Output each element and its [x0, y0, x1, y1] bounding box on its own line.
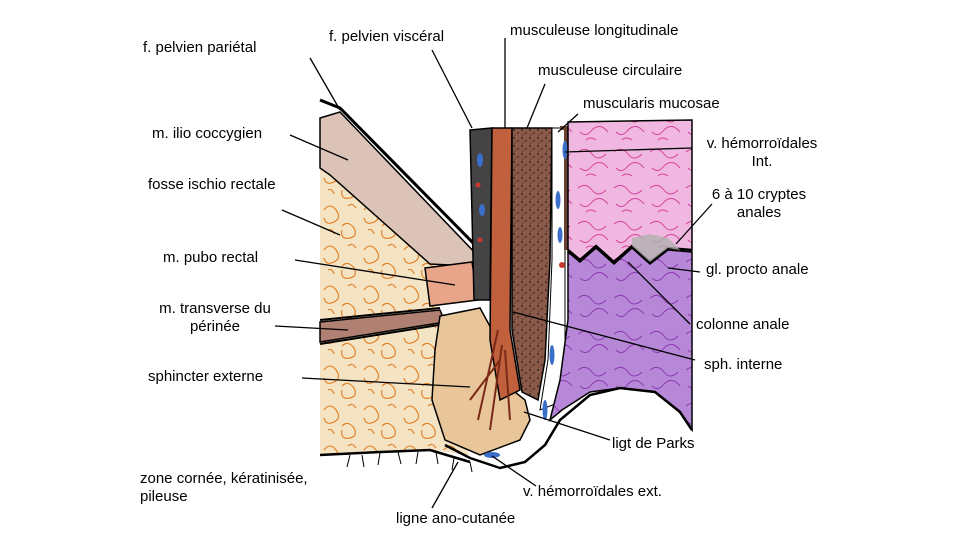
pointer-ischiorectal — [281, 209, 341, 236]
visceral-artery — [475, 182, 481, 188]
transverse-fascia — [319, 307, 446, 345]
circular-muscle — [511, 127, 553, 402]
label-fascia-parietal: f. pelvien pariétal — [143, 39, 257, 56]
label-hemorrhoid-int-line1: v. hémorroïdales — [706, 135, 818, 152]
label-ischiorectal-fossa: fosse ischio rectale — [148, 176, 276, 193]
pointer-fascia-parietal — [309, 57, 341, 111]
label-hemorrhoid-ext: v. hémorroïdales ext. — [523, 483, 662, 500]
pointer-hemorrhoid-ext — [491, 455, 537, 487]
pointer-transverse — [274, 325, 349, 331]
pointer-lines — [274, 38, 713, 509]
visceral-vein — [477, 153, 483, 167]
label-internal-sphincter: sph. interne — [704, 356, 783, 373]
internal-hemorrhoid-vein — [542, 400, 548, 420]
label-hemorrhoid-int: v. hémorroïdales Int. — [692, 135, 832, 171]
internal-hemorrhoid-artery — [559, 262, 565, 268]
pointer-circular — [526, 83, 546, 129]
label-transverse-perineal: m. transverse du périnée — [140, 300, 290, 336]
pointer-anocutaneous — [431, 461, 459, 509]
rectal-mucosa — [567, 119, 693, 264]
internal-hemorrhoid-vein — [557, 227, 563, 243]
label-parks-ligament: ligt de Parks — [612, 435, 695, 452]
label-fascia-visceral: f. pelvien viscéral — [329, 28, 445, 45]
internal-hemorrhoid-vein — [562, 141, 568, 159]
anal-verge-skin — [444, 386, 694, 470]
crypt-gray-zone — [632, 234, 680, 262]
label-anal-column: colonne anale — [696, 316, 790, 333]
pointer-crypts — [675, 203, 713, 245]
label-transverse-line1: m. transverse du — [159, 300, 271, 317]
label-keratinized-zone: zone cornée, kératinisée, pileuse — [140, 470, 308, 506]
pointer-parks — [523, 411, 611, 441]
visceral-artery — [477, 237, 483, 243]
parietal-fascia-line — [319, 98, 487, 257]
label-longitudinal-muscle: musculeuse longitudinale — [510, 22, 679, 39]
pointer-hemorrhoid-int — [564, 147, 693, 153]
pointer-anal-column — [627, 261, 691, 325]
label-crypts-line1: 6 à 10 cryptes — [711, 186, 807, 203]
skin-hairs — [346, 451, 473, 473]
label-puborectalis: m. pubo rectal — [163, 249, 259, 266]
longitudinal-muscle-fibers — [469, 329, 511, 431]
perianal-skin — [319, 448, 471, 464]
label-keratinized-line1: zone cornée, kératinisée, — [140, 470, 308, 487]
pointer-muscularis — [557, 113, 579, 133]
pointer-iliococcygeus — [289, 134, 349, 161]
label-proctodeal-gland: gl. procto anale — [706, 261, 809, 278]
label-muscularis-mucosae: muscularis mucosae — [583, 95, 720, 112]
label-iliococcygeus: m. ilio coccygien — [152, 125, 263, 142]
pointer-external-sphincter — [301, 377, 471, 388]
label-hemorrhoid-int-line2: Int. — [751, 153, 773, 170]
label-keratinized-line2: pileuse — [140, 488, 188, 505]
pointer-proctodeal — [667, 267, 701, 273]
internal-hemorrhoid-vein — [555, 191, 561, 209]
pointer-internal-sphincter — [512, 311, 696, 361]
label-external-sphincter: sphincter externe — [148, 368, 264, 385]
label-crypts: 6 à 10 cryptes anales — [696, 186, 822, 222]
internal-hemorrhoid-vein — [549, 345, 555, 365]
pointer-puborectalis — [294, 259, 456, 286]
pointer-fascia-visceral — [431, 49, 473, 129]
label-anocutaneous-line: ligne ano-cutanée — [396, 510, 516, 527]
label-crypts-line2: anales — [736, 204, 782, 221]
label-circular-muscle: musculeuse circulaire — [538, 62, 683, 79]
visceral-vein — [479, 204, 485, 216]
label-transverse-line2: périnée — [189, 318, 241, 335]
ischiorectal-fat-lower — [320, 320, 470, 455]
external-hemorrhoid-vein — [484, 452, 500, 458]
anal-mucosa — [548, 246, 693, 433]
